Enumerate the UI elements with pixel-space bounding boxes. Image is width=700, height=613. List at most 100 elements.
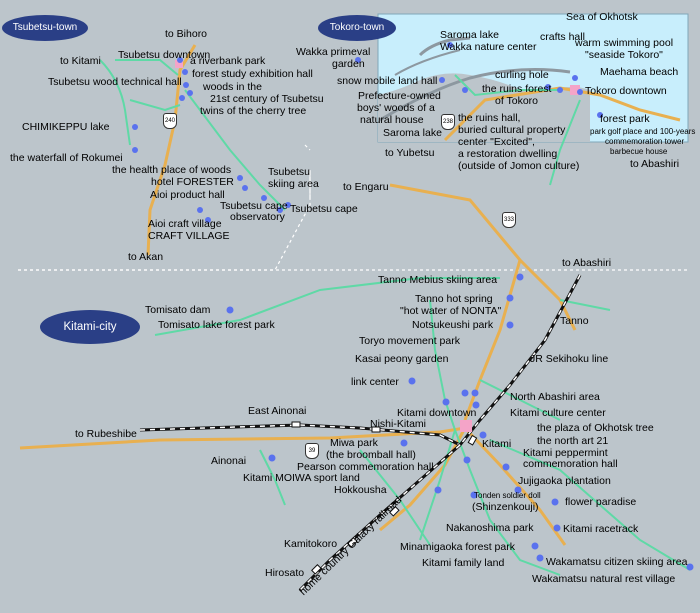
label-toryo-park: Toryo movement park: [359, 335, 460, 347]
label-nakanoshima-park: Nakanoshima park: [446, 522, 534, 534]
label-north-abashiri: North Abashiri area: [510, 391, 600, 403]
label-waterfall-rokumei: the waterfall of Rokumei: [10, 152, 123, 164]
label-hotel-forester: hotel FORESTER: [151, 176, 234, 188]
label-ruins-forest-2: of Tokoro: [495, 95, 538, 107]
label-tsubetsu-cape-obs-2: observatory: [230, 211, 285, 223]
label-tsubetsu-skiing-1: Tsubetsu: [268, 166, 311, 178]
label-peppermint-hall-1: Kitami peppermint: [523, 447, 608, 459]
label-tonden-doll-1: Tonden soldier doll: [474, 491, 541, 500]
label-ruins-hall-1: the ruins hall,: [458, 112, 521, 124]
label-crafts-hall: crafts hall: [540, 31, 585, 43]
label-park-golf-3: barbecue house: [610, 147, 668, 156]
label-curling-hole: curling hole: [495, 69, 549, 81]
label-boys-woods-2: boys' woods of a: [357, 102, 435, 114]
tokoro-region-badge: Tokoro-town: [318, 15, 396, 41]
label-moiwa-sport-land: Kitami MOIWA sport land: [243, 472, 360, 484]
label-boys-woods-1: Prefecture-owned: [358, 90, 441, 102]
label-riverbank-park: a riverbank park: [190, 55, 266, 67]
label-pearson-hall: Pearson commemoration hall: [297, 461, 434, 473]
label-park-golf-1: park golf place and 100-years: [590, 127, 696, 136]
label-wakka-primeval-1: Wakka primeval: [296, 46, 371, 58]
label-saroma-lake-top: Saroma lake: [440, 29, 499, 41]
label-to-yubetsu: to Yubetsu: [385, 147, 435, 159]
label-tsubetsu-downtown: Tsubetsu downtown: [118, 49, 211, 61]
label-tanno-hot-spring: Tanno hot spring: [415, 293, 493, 305]
label-jujigaoka: Jujigaoka plantation: [518, 475, 611, 487]
label-ruins-forest-1: the ruins forest: [482, 83, 552, 95]
route-shield-238: 238: [441, 114, 455, 130]
label-nonta: "hot water of NONTA": [400, 305, 502, 317]
label-to-kitami: to Kitami: [60, 55, 101, 67]
label-forest-study-hall: forest study exhibition hall: [192, 68, 313, 80]
label-tanno: Tanno: [560, 315, 589, 327]
label-link-center: link center: [351, 376, 399, 388]
label-to-bihoro: to Bihoro: [165, 28, 208, 40]
label-wakamatsu-rest-village: Wakamatsu natural rest village: [532, 573, 676, 585]
label-miwa-park: Miwa park: [330, 437, 378, 449]
label-woods-21st-1: woods in the: [203, 81, 262, 93]
tokoro-downtown-marker: [570, 85, 580, 95]
label-craft-village: CRAFT VILLAGE: [148, 230, 230, 242]
tsubetsu-region-badge: Tsubetsu-town: [2, 15, 88, 41]
route-shield-39: 39: [305, 443, 319, 459]
kitami-region-badge: Kitami-city: [40, 310, 140, 344]
label-notsukeushi-park: Notsukeushi park: [412, 319, 494, 331]
label-forest-park: forest park: [600, 113, 650, 125]
label-wakka-nature-center: Wakka nature center: [440, 41, 537, 53]
label-east-ainonai: East Ainonai: [248, 405, 307, 417]
label-plaza-okhotsk-tree: the plaza of Okhotsk tree: [537, 422, 654, 434]
label-kitami-racetrack: Kitami racetrack: [563, 523, 639, 535]
label-north-art-21: the north art 21: [537, 435, 609, 447]
label-woods-21st-2: 21st century of Tsubetsu: [210, 93, 324, 105]
label-to-rubeshibe: to Rubeshibe: [75, 428, 137, 440]
label-cherry-tree-twins: twins of the cherry tree: [200, 105, 307, 117]
label-tonden-doll-2: (Shinzenkouji): [472, 501, 539, 513]
label-warm-pool-1: warm swimming pool: [575, 37, 674, 49]
label-ruins-hall-2: buried cultural property: [458, 124, 566, 136]
label-kitami-downtown: Kitami downtown: [397, 407, 477, 419]
label-minamigaoka-park: Minamigaoka forest park: [400, 541, 515, 553]
label-boys-woods-3: natural house: [360, 114, 424, 126]
label-ruins-hall-4: a restoration dwelling: [458, 148, 558, 160]
label-wakka-primeval-2: garden: [332, 58, 365, 70]
label-tomisato-dam: Tomisato dam: [145, 304, 211, 316]
label-saroma-lake-bottom: Saroma lake: [383, 127, 442, 139]
label-snow-mobile-hall: snow mobile land hall: [337, 75, 438, 87]
label-flower-paradise: flower paradise: [565, 496, 637, 508]
label-chimikeppu-lake: CHIMIKEPPU lake: [22, 121, 110, 133]
label-ruins-hall-5: (outside of Jomon culture): [458, 160, 580, 172]
label-aioi-product-hall: Aioi product hall: [150, 189, 225, 201]
label-wood-technical-hall: Tsubetsu wood technical hall: [48, 76, 182, 88]
label-tokoro-downtown: Tokoro downtown: [585, 85, 667, 97]
label-ruins-hall-3: center "Excited",: [458, 136, 535, 148]
label-hirosato: Hirosato: [265, 567, 305, 579]
label-tsubetsu-skiing-2: skiing area: [268, 178, 319, 190]
label-peppermint-hall-2: commemoration hall: [523, 458, 618, 470]
label-tanno-mebius: Tanno Mebius skiing area: [378, 274, 498, 286]
label-to-abashiri: to Abashiri: [562, 257, 612, 269]
label-maehama-beach: Maehama beach: [600, 66, 679, 78]
label-to-abashiri-tokoro: to Abashiri: [630, 158, 680, 170]
label-tsubetsu-cape: Tsubetsu cape: [290, 203, 358, 215]
label-tsubetsu-cape-obs-1: Tsubetsu cape: [220, 200, 288, 212]
label-park-golf-2: commemoration tower: [605, 137, 685, 146]
label-to-akan: to Akan: [128, 251, 164, 263]
label-ainonai: Ainonai: [211, 455, 247, 467]
label-warm-pool-2: "seaside Tokoro": [585, 49, 663, 61]
label-nishi-kitami: Nishi-Kitami: [370, 418, 427, 430]
tsubetsu-downtown-marker: [175, 60, 183, 68]
label-wakamatsu-skiing: Wakamatsu citizen skiing area: [546, 556, 688, 568]
route-shield-333: 333: [502, 212, 516, 228]
label-sea-of-okhotsk: Sea of Okhotsk: [566, 11, 638, 23]
label-family-land: Kitami family land: [422, 557, 505, 569]
label-tomisato-lake-park: Tomisato lake forest park: [158, 319, 275, 331]
label-broomball-hall: (the broomball hall): [326, 449, 416, 461]
label-jr-sekihoku: JR Sekihoku line: [530, 353, 609, 365]
route-shield-240: 240: [163, 113, 177, 129]
label-to-engaru: to Engaru: [343, 181, 389, 193]
label-kasai-peony: Kasai peony garden: [355, 353, 449, 365]
label-health-place-woods: the health place of woods: [112, 164, 232, 176]
label-hokkousha: Hokkousha: [334, 484, 387, 496]
